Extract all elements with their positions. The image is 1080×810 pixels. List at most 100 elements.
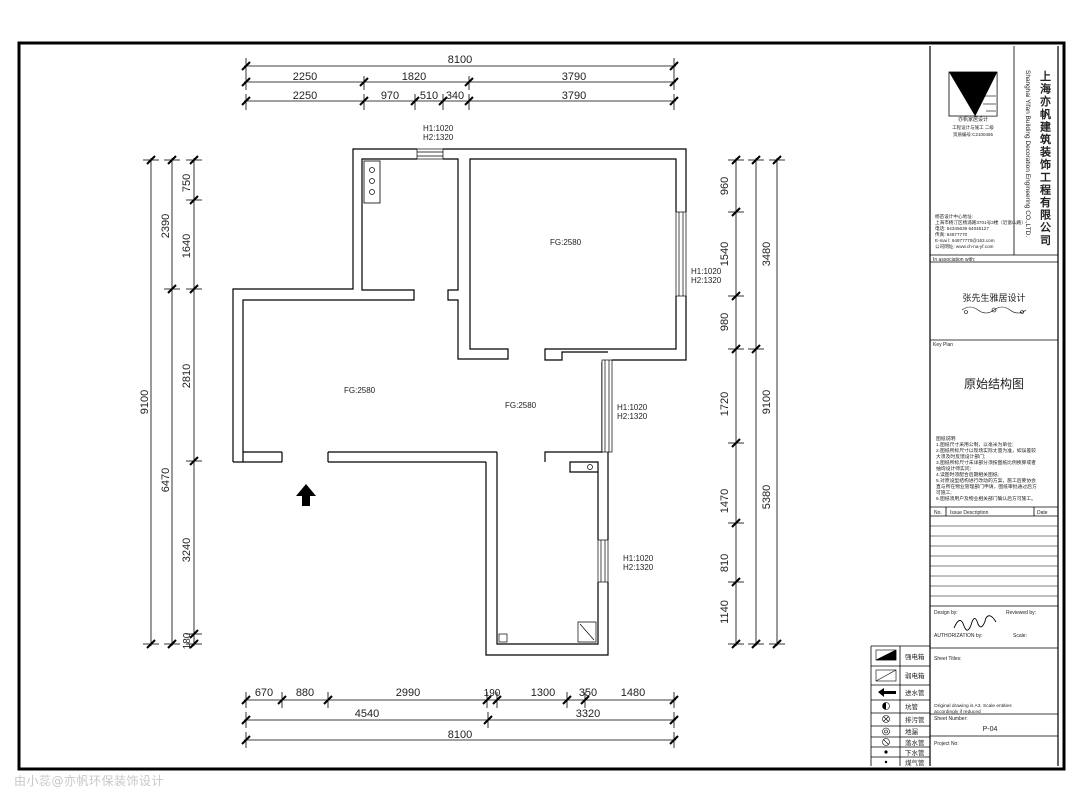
dim-bot-r1-3: 190	[484, 688, 501, 699]
note-10: 6.图纸须用户及物业相关部门确认后方可施工。	[936, 495, 1036, 502]
legend-label-2: 进水管	[905, 688, 925, 697]
floor-plan	[232, 148, 687, 656]
dim-right-in-0: 960	[719, 177, 731, 195]
issue-description-label: Issue Description	[950, 510, 989, 516]
contact-line-1: 上海市杨汀区杨浦路3701号3楼（近富山路）	[935, 219, 1026, 226]
contact-line-4: E-mai l: 64877770@163.com	[935, 238, 995, 243]
signature-icon	[953, 615, 997, 631]
in-association-label: In association with:	[933, 257, 975, 263]
water-inlet-arrow-icon	[878, 688, 896, 697]
floor-drain-icon	[882, 727, 890, 736]
dim-bot-r1-5: 350	[579, 687, 597, 699]
sheet-number-value: P-04	[983, 726, 998, 733]
dim-left-in-4: 180	[182, 632, 193, 649]
weak-power-box-diagonal	[875, 669, 897, 682]
dim-left-in-3: 3240	[181, 538, 193, 562]
pit-pipe-icon	[882, 702, 890, 710]
dim-bot-r1-0: 670	[255, 687, 273, 699]
window-top-h2: H2:1320	[423, 133, 454, 142]
logo-caption: 亦帆家居设计	[958, 116, 988, 123]
dim-right-mid-1: 5380	[761, 485, 773, 509]
window-right-h2: H2:1320	[691, 276, 722, 285]
drain-pipe-icon	[884, 750, 888, 754]
title-block	[929, 46, 1059, 766]
dim-left-in-2: 2810	[181, 364, 193, 388]
dim-left-in-0: 750	[181, 174, 193, 192]
legend-label-1: 弱电箱	[905, 671, 925, 680]
room-label-dining: FG:2580	[505, 401, 537, 410]
dim-right-in-5: 810	[719, 554, 731, 572]
note-9: 可施工;	[936, 489, 952, 496]
dim-bot-r2-0: 4540	[355, 708, 379, 720]
entrance-arrow-icon	[296, 484, 316, 506]
dim-top-r2-2: 510	[420, 90, 438, 102]
note-2: 2.图纸所标尺寸以现场实际丈量为准，如误差较	[936, 447, 1036, 454]
legend	[870, 645, 930, 766]
top-dimensions	[241, 58, 679, 110]
design-by-label: Design by:	[934, 610, 958, 616]
gas-pipe-icon	[884, 760, 888, 764]
dim-top-r1-1: 1820	[402, 71, 426, 83]
reviewed-by-label: Reviewed by:	[1006, 610, 1036, 616]
contact-line-2: 电话: 54345639 64045127	[935, 225, 989, 232]
note-1: 1.图纸尺寸采用公制，以毫米为单位;	[936, 441, 1013, 448]
sheet-frame	[17, 41, 1066, 771]
dim-right-in-3: 1720	[719, 392, 731, 416]
window-balcony-lower-h2: H2:1320	[623, 563, 654, 572]
dim-right-in-1: 1540	[719, 242, 731, 266]
company-name-cn-text: 上海亦帆建筑装饰工程有限公司	[1039, 69, 1052, 247]
note-5: 抽询设计师实问;	[936, 465, 971, 472]
original-note-1: Original drawing is A3. Scale entities	[934, 703, 1012, 709]
legend-label-0: 强电箱	[905, 652, 925, 661]
dim-right-mid-0: 3480	[761, 242, 773, 266]
designer-name: 张先生雅居设计	[962, 292, 1025, 303]
contact-line-5: 公司网址: www.ch-na-yf.com	[935, 243, 994, 250]
contact-block: 杨苗设计中心地址: 上海市杨汀区杨浦路3701号3楼（近富山路） 电话: 543…	[935, 213, 1026, 250]
note-0: 图纸说明:	[936, 435, 957, 442]
note-8: 直与所在物业管理部门申请，图纸审批通过后方	[936, 483, 1037, 490]
project-no-label: Project No:	[934, 741, 959, 747]
drawing-title: 原始结构图	[964, 376, 1024, 391]
contact-line-3: 传真: 64877770	[935, 231, 968, 238]
note-7: 5.对原设型结构进行改动的方案，施工后要协会	[936, 477, 1036, 484]
dim-right-total: 9100	[761, 390, 773, 414]
dim-right-in-6: 1140	[719, 600, 731, 624]
sheet-titles-label: Sheet Titles:	[934, 656, 962, 662]
dim-left-mid-1: 6470	[160, 468, 172, 492]
issue-no-label: No.	[934, 510, 942, 516]
key-plan-label: Key Plan	[933, 342, 953, 348]
ornament-icon	[961, 306, 1027, 314]
downpipe-icon	[882, 738, 890, 746]
legend-label-5: 地漏	[905, 727, 919, 736]
logo-sub2: 资质编号:C2100465	[953, 131, 994, 138]
legend-label-4: 排污管	[905, 715, 925, 724]
dim-top-total: 8100	[448, 54, 472, 66]
strong-power-box-frame	[875, 649, 897, 661]
original-note-2: accordingly if reduced	[934, 709, 981, 715]
dim-left-in-1: 1640	[181, 234, 193, 258]
dim-top-r2-4: 3790	[562, 90, 586, 102]
company-name-cn: 上海亦帆建筑装饰工程有限公司	[1039, 69, 1052, 247]
note-3: 大须及时反馈设计部门;	[936, 453, 985, 460]
dim-bot-r1-6: 1480	[621, 687, 645, 699]
dim-top-r2-0: 2250	[293, 90, 317, 102]
dim-top-r1-2: 3790	[562, 71, 586, 83]
window-balcony-lower-h1: H1:1020	[623, 554, 654, 563]
legend-label-7: 下水管	[905, 748, 925, 757]
dim-bot-r1-1: 880	[296, 687, 314, 699]
window-balcony-upper-h1: H1:1020	[617, 403, 648, 412]
bottom-dimensions	[241, 692, 679, 748]
notes-block: 图纸说明: 1.图纸尺寸采用公制，以毫米为单位; 2.图纸所标尺寸以现场实际丈量…	[936, 435, 1037, 502]
dim-top-r1-0: 2250	[293, 71, 317, 83]
legend-label-3: 坑管	[905, 702, 919, 711]
sewage-pipe-icon	[882, 715, 890, 723]
scale-label: Scale:	[1013, 633, 1027, 639]
window-balcony-upper-h2: H2:1320	[617, 412, 648, 421]
strong-power-box-icon	[875, 649, 897, 661]
dim-bot-r1-4: 1300	[531, 687, 555, 699]
legend-label-8: 煤气管	[905, 758, 925, 767]
right-dimensions	[728, 155, 785, 649]
dim-top-r2-1: 970	[381, 90, 399, 102]
dim-top-r2-3: 340	[446, 90, 464, 102]
